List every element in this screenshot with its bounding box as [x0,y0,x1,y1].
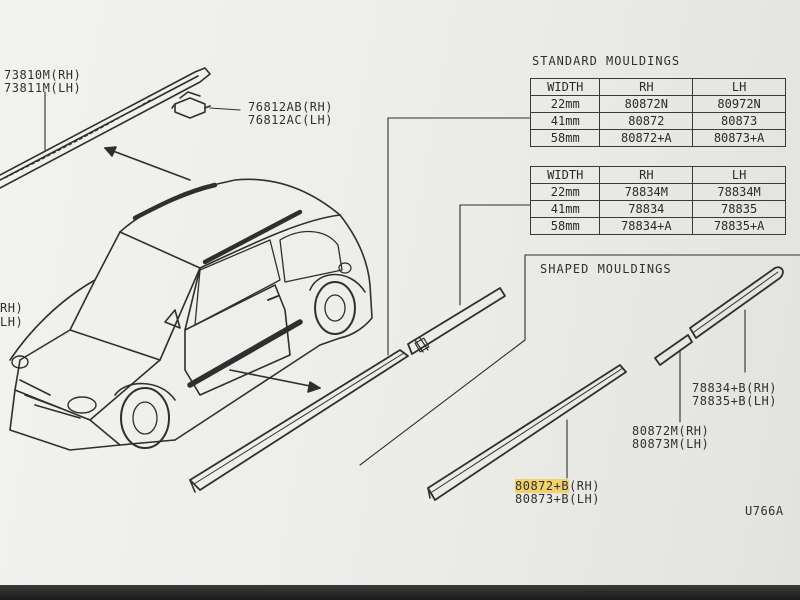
parts-diagram-sheet: 73810M(RH) 73811M(LH) 76812AB(RH) 76812A… [0,0,800,585]
header-lh: LH [692,166,786,184]
clip-part [171,91,211,119]
shaped-door-label-lh: 80873+B(LH) [515,492,600,506]
header-lh: LH [692,78,786,96]
clip-label-rh: 76812AB(RH) [248,100,333,114]
table-header-row: WIDTH RH LH [529,166,786,184]
shaped-rear-label-rh: 78834+B(RH) [692,381,777,395]
table-cell: 41mm [529,200,601,218]
roof-rail-moulding-mark [132,182,218,221]
header-width: WIDTH [529,166,601,184]
shaped-rear-mouldings [654,266,784,366]
table-cell: 80873+A [692,129,786,147]
standard-door-moulding [189,349,409,493]
table-cell: 22mm [529,183,601,201]
standard-rear-moulding [407,287,506,355]
table-cell: 80872+A [599,129,694,147]
table-cell: 58mm [529,129,601,147]
standard-mouldings-title: STANDARD MOULDINGS [532,54,681,68]
table-cell: 78835+A [692,217,786,235]
table-cell: 80872N [599,95,694,113]
standard-mouldings-table-1: WIDTH RH LH 22mm 80872N 80972N 41mm 8087… [529,78,786,147]
table-cell: 78834M [692,183,786,201]
table-row: 41mm 78834 78835 [529,200,786,218]
table-cell: 58mm [529,217,601,235]
table-header-row: WIDTH RH LH [529,78,786,96]
door-side-moulding-mark [187,319,303,388]
table-cell: 41mm [529,112,601,130]
roof-rail-part [0,67,211,189]
shaped-door-label-rh-suffix: (RH) [569,479,600,493]
left-edge-label-lh: LH) [0,315,24,329]
diagram-code: U766A [745,504,784,518]
shaped-door-moulding [427,364,627,501]
table-cell: 80872 [599,112,694,130]
table-cell: 78834+A [599,217,694,235]
shaped-mid-label-lh: 80873M(LH) [632,437,710,451]
header-rh: RH [599,78,694,96]
shaped-mouldings-title: SHAPED MOULDINGS [540,262,672,276]
table-cell: 80873 [692,112,786,130]
car-outline [9,178,373,451]
table-row: 22mm 80872N 80972N [529,95,786,113]
roof-rail-label-rh: 73810M(RH) [4,68,82,82]
table-cell: 78834M [599,183,694,201]
table-cell: 78834 [599,200,694,218]
shaped-door-label-rh: 80872+B(RH) [515,479,600,493]
roof-rail-label-lh: 73811M(LH) [4,81,82,95]
table-row: 22mm 78834M 78834M [529,183,786,201]
highlighted-part-number: 80872+B [515,479,570,493]
standard-mouldings-table-2: WIDTH RH LH 22mm 78834M 78834M 41mm 7883… [529,166,786,235]
table-cell: 22mm [529,95,601,113]
left-edge-label-rh: RH) [0,301,24,315]
table-row: 58mm 78834+A 78835+A [529,217,786,235]
shaped-rear-label-lh: 78835+B(LH) [692,394,777,408]
table-row: 58mm 80872+A 80873+A [529,129,786,147]
table-cell: 78835 [692,200,786,218]
clip-label-lh: 76812AC(LH) [248,113,333,127]
shaped-mid-label-rh: 80872M(RH) [632,424,710,438]
header-rh: RH [599,166,694,184]
table-cell: 80972N [692,95,786,113]
monitor-bezel [0,585,800,600]
moulding-drawing [0,67,800,501]
table-row: 41mm 80872 80873 [529,112,786,130]
header-width: WIDTH [529,78,601,96]
